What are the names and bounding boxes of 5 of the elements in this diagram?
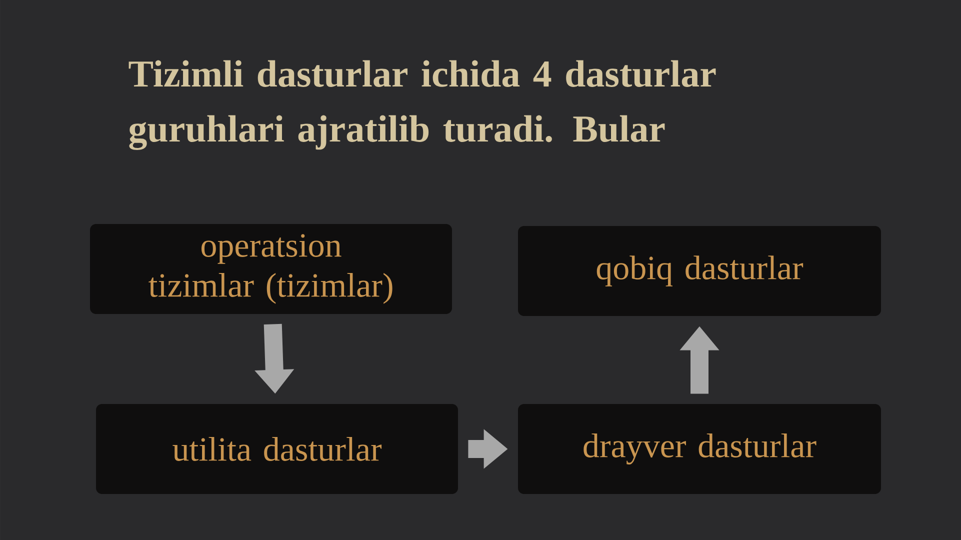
process-box: operatsion tizimlar (tizimlar) <box>90 224 452 314</box>
process-box: drayver dasturlar <box>518 404 881 494</box>
process-box: qobiq dasturlar <box>518 226 881 316</box>
title: Tizimli dasturlar ichida 4 dasturlar guruhlari ajratilib turadi. Bular <box>128 60 716 150</box>
process-box: utilita dasturlar <box>96 404 458 494</box>
